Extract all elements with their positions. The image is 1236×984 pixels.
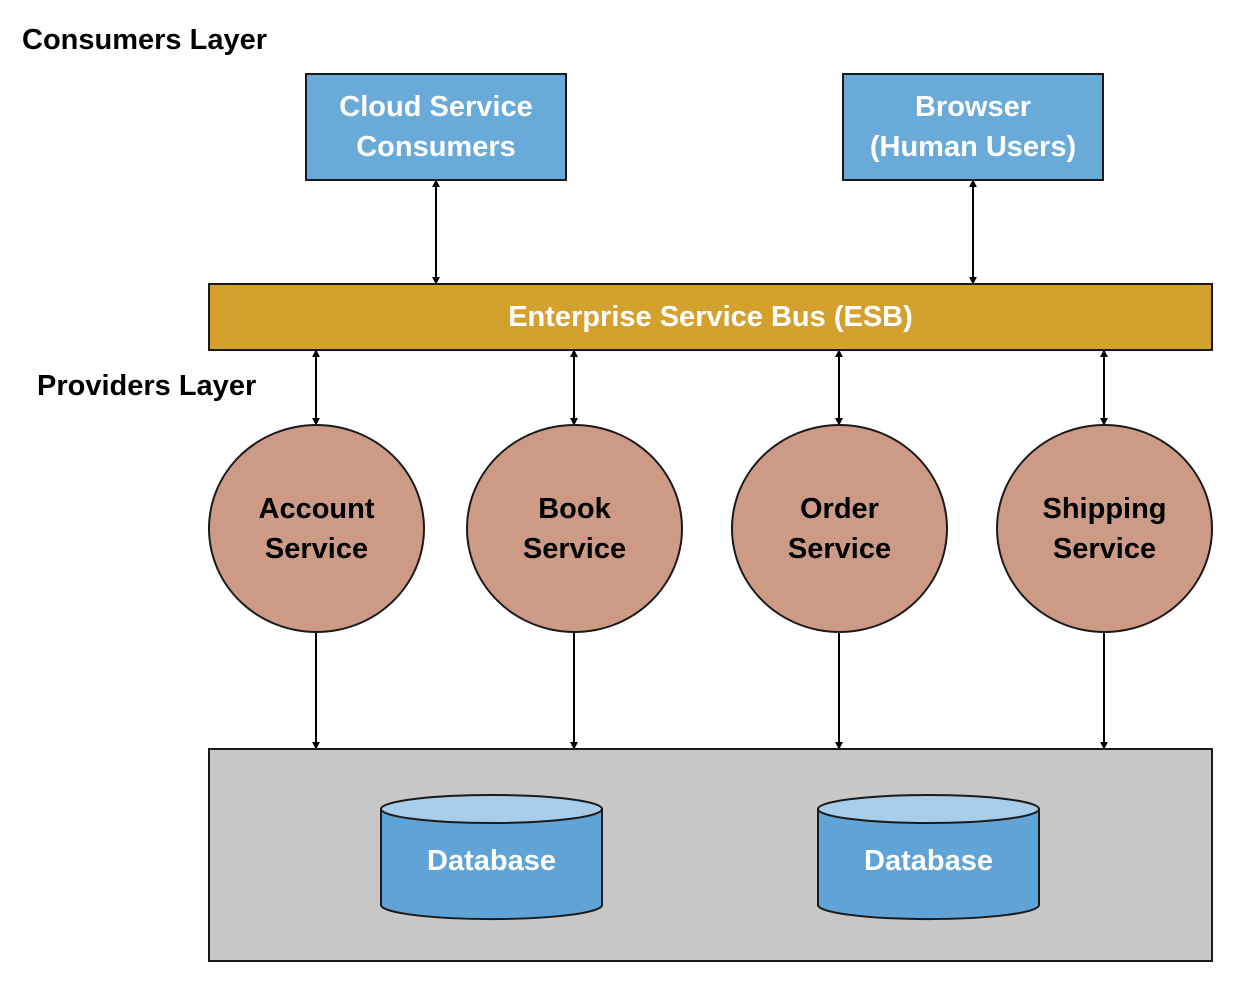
account-service-line2: Service — [264, 532, 369, 565]
order-service-node: Order Service — [731, 424, 948, 633]
consumers-layer-label: Consumers Layer — [22, 24, 267, 56]
browser-human-users-box: Browser (Human Users) — [842, 73, 1104, 181]
esb-label: Enterprise Service Bus (ESB) — [508, 301, 913, 333]
browser-line2: (Human Users) — [869, 131, 1077, 163]
shipping-service-line1: Shipping — [1042, 492, 1167, 525]
database-label-2: Database — [864, 845, 993, 877]
cloud-service-consumers-box: Cloud Service Consumers — [305, 73, 567, 181]
shipping-service-line2: Service — [1052, 532, 1157, 565]
storage-area — [208, 748, 1213, 962]
cloud-service-consumers-line2: Consumers — [356, 131, 516, 163]
browser-line1: Browser — [914, 91, 1032, 123]
enterprise-service-bus: Enterprise Service Bus (ESB) — [208, 283, 1213, 351]
cloud-service-consumers-line1: Cloud Service — [339, 91, 533, 123]
book-service-line1: Book — [538, 492, 611, 525]
order-service-line1: Order — [800, 492, 879, 525]
shipping-service-node: Shipping Service — [996, 424, 1213, 633]
account-service-line1: Account — [258, 492, 375, 525]
providers-layer-label: Providers Layer — [37, 370, 257, 402]
order-service-line2: Service — [787, 532, 892, 565]
account-service-node: Account Service — [208, 424, 425, 633]
database-label-1: Database — [427, 845, 556, 877]
book-service-line2: Service — [522, 532, 627, 565]
book-service-node: Book Service — [466, 424, 683, 633]
